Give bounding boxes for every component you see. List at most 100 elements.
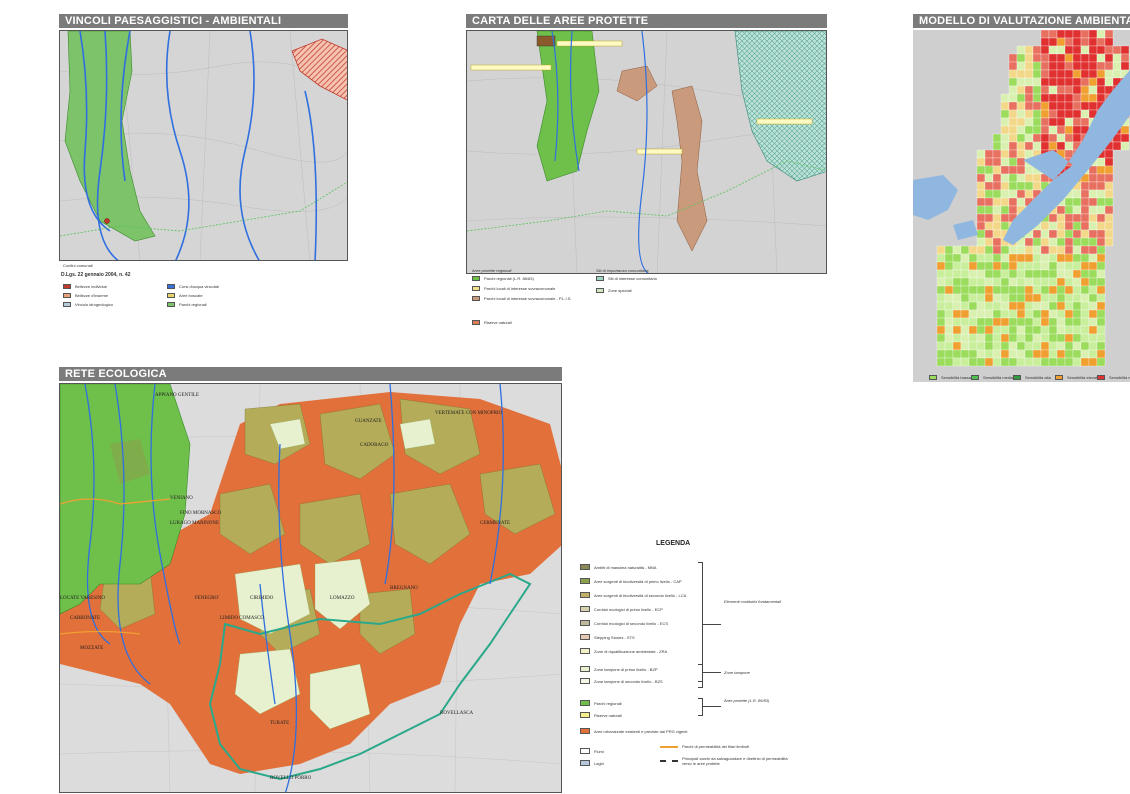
grid-cell — [1032, 53, 1042, 63]
grid-cell — [1072, 69, 1082, 79]
grid-cell — [1064, 101, 1074, 111]
grid-cell — [984, 277, 994, 287]
place-label: LOMAZZO — [330, 596, 355, 601]
modello-grid-map — [913, 30, 1130, 367]
grid-cell — [1056, 253, 1066, 263]
grid-cell — [1088, 37, 1098, 47]
place-label: APPIANO GENTILE — [155, 393, 199, 398]
modello-map[interactable] — [913, 30, 1130, 382]
legend-swatch — [63, 284, 71, 289]
panel-modello: MODELLO DI VALUTAZIONE AMBIENTALE Sensib… — [913, 14, 1130, 386]
grid-cell — [976, 325, 986, 335]
grid-cell — [976, 181, 986, 191]
grid-cell — [976, 173, 986, 183]
legend-swatch — [1013, 375, 1021, 380]
grid-cell — [1016, 245, 1026, 255]
grid-cell — [1088, 205, 1098, 215]
grid-cell — [992, 149, 1002, 159]
grid-cell — [1008, 261, 1018, 271]
legend-label: Vincolo idrogeologico — [75, 302, 113, 307]
grid-cell — [1056, 245, 1066, 255]
grid-cell — [1072, 269, 1082, 279]
grid-cell — [1040, 141, 1050, 151]
legend-label: Bellezze d'insieme — [75, 293, 109, 298]
grid-cell — [976, 165, 986, 175]
grid-cell — [1080, 37, 1090, 47]
grid-cell — [1024, 285, 1034, 295]
grid-cell — [1080, 333, 1090, 343]
grid-cell — [1056, 30, 1066, 39]
grid-cell — [992, 325, 1002, 335]
grid-cell — [1016, 53, 1026, 63]
grid-cell — [1096, 333, 1106, 343]
grid-cell — [984, 237, 994, 247]
grid-cell — [1056, 277, 1066, 287]
grid-cell — [944, 309, 954, 319]
grid-cell — [1032, 261, 1042, 271]
grid-cell — [1048, 37, 1058, 47]
grid-cell — [1072, 53, 1082, 63]
legend-swatch — [580, 700, 590, 706]
grid-cell — [1072, 349, 1082, 359]
legend-swatch — [580, 728, 590, 734]
grid-cell — [1008, 101, 1018, 111]
legend-swatch — [580, 712, 590, 718]
legend-label: Bellezze individue — [75, 284, 108, 289]
grid-cell — [944, 333, 954, 343]
grid-cell — [992, 309, 1002, 319]
grid-cell — [1048, 85, 1058, 95]
grid-cell — [952, 349, 962, 359]
grid-cell — [1008, 285, 1018, 295]
grid-cell — [1080, 293, 1090, 303]
grid-cell — [1000, 109, 1010, 119]
grid-cell — [1080, 269, 1090, 279]
grid-cell — [1048, 333, 1058, 343]
grid-cell — [936, 269, 946, 279]
grid-cell — [1016, 349, 1026, 359]
legend-label: Parchi regionali — [179, 302, 207, 307]
grid-cell — [1088, 45, 1098, 55]
grid-cell — [976, 277, 986, 287]
grid-cell — [1024, 141, 1034, 151]
legend-item: Parchi regionali (L.R. 86/83) — [472, 276, 534, 281]
grid-cell — [1064, 261, 1074, 271]
grid-cell — [1056, 309, 1066, 319]
grid-cell — [960, 269, 970, 279]
grid-cell — [1064, 357, 1074, 367]
grid-cell — [1072, 357, 1082, 367]
legend-item: Aree urbanizzate esistenti e previste da… — [580, 728, 687, 734]
grid-cell — [1040, 293, 1050, 303]
grid-cell — [1024, 117, 1034, 127]
grid-cell — [1032, 109, 1042, 119]
grid-cell — [1096, 277, 1106, 287]
grid-cell — [1016, 69, 1026, 79]
grid-cell — [992, 213, 1002, 223]
legend-item: Riserve naturali — [472, 320, 512, 325]
legend-swatch — [580, 634, 590, 640]
grid-cell — [1008, 149, 1018, 159]
grid-cell — [1048, 317, 1058, 327]
aree-protette-map[interactable] — [466, 30, 827, 274]
grid-cell — [1008, 341, 1018, 351]
vincoli-map[interactable] — [59, 30, 348, 261]
grid-cell — [1104, 197, 1114, 207]
grid-cell — [1040, 333, 1050, 343]
grid-cell — [1032, 125, 1042, 135]
grid-cell — [1088, 333, 1098, 343]
grid-cell — [1048, 221, 1058, 231]
grid-cell — [1032, 85, 1042, 95]
grid-cell — [976, 205, 986, 215]
grid-cell — [1088, 325, 1098, 335]
grid-cell — [968, 357, 978, 367]
grid-cell — [992, 253, 1002, 263]
grid-cell — [1024, 61, 1034, 71]
panel-title: VINCOLI PAESAGGISTICI - AMBIENTALI — [59, 14, 348, 28]
grid-cell — [968, 341, 978, 351]
grid-cell — [952, 285, 962, 295]
grid-cell — [1016, 341, 1026, 351]
grid-cell — [936, 309, 946, 319]
grid-cell — [1000, 125, 1010, 135]
grid-cell — [952, 317, 962, 327]
legend-heading-right: Siti di importanza comunitaria — [596, 268, 649, 273]
